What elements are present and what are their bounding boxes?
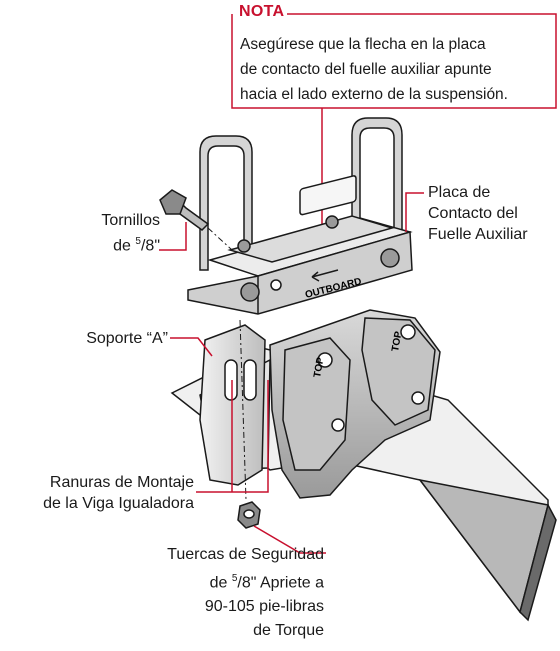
bolts-label: Tornillos de 5/8" [40,210,160,256]
leader-nuts [253,525,326,554]
lock-nut [237,501,261,529]
leader-bracket [170,337,213,357]
note-line-2: de contacto del fuelle auxiliar apunte [240,61,492,78]
bushing-assembly [269,309,441,499]
nuts-label: Tuercas de Seguridad de 5/8" Apriete a 9… [60,543,324,643]
nuts-label-line4: de Torque [253,622,324,640]
plate-label-line1: Placa de [428,184,491,201]
outboard-arrow [311,269,339,282]
bolt-centerline [207,227,233,251]
leader-bolts [159,222,187,251]
plate-label: Placa de Contacto del Fuelle Auxiliar [428,182,558,245]
slots-label-line2: de la Viga Igualadora [43,495,194,512]
note-text: Asegúrese que la flecha en la placa de c… [240,32,558,107]
contact-plate [187,175,413,315]
top-marking-right: TOP [390,330,404,352]
bolts-label-line1: Tornillos [101,212,160,229]
note-line-3: hacia el lado externo de la suspensión. [240,86,508,103]
bolts-label-line2: de 5/8" [113,236,160,255]
bracket-label: Soporte “A” [86,330,168,347]
flange-bolt [159,189,210,231]
slots-label-line1: Ranuras de Montaje [49,474,194,491]
top-marking-left: TOP [312,356,326,378]
leader-slots [196,380,269,493]
nuts-label-line3: 90-105 pie-libras [204,598,324,616]
note-box [231,13,557,109]
plate-label-line3: Fuelle Auxiliar [428,226,528,243]
nuts-label-line2: de 5/8" Apriete a [209,573,324,592]
note-title: NOTA [236,3,288,21]
note-line-1: Asegúrese que la flecha en la placa [240,36,486,53]
leader-plate [405,192,424,232]
plate-label-line2: Contacto del [428,205,518,222]
slots-label: Ranuras de Montaje de la Viga Igualadora [4,472,194,514]
nut-centerline [239,319,247,501]
nuts-label-line1: Tuercas de Seguridad [167,546,324,563]
